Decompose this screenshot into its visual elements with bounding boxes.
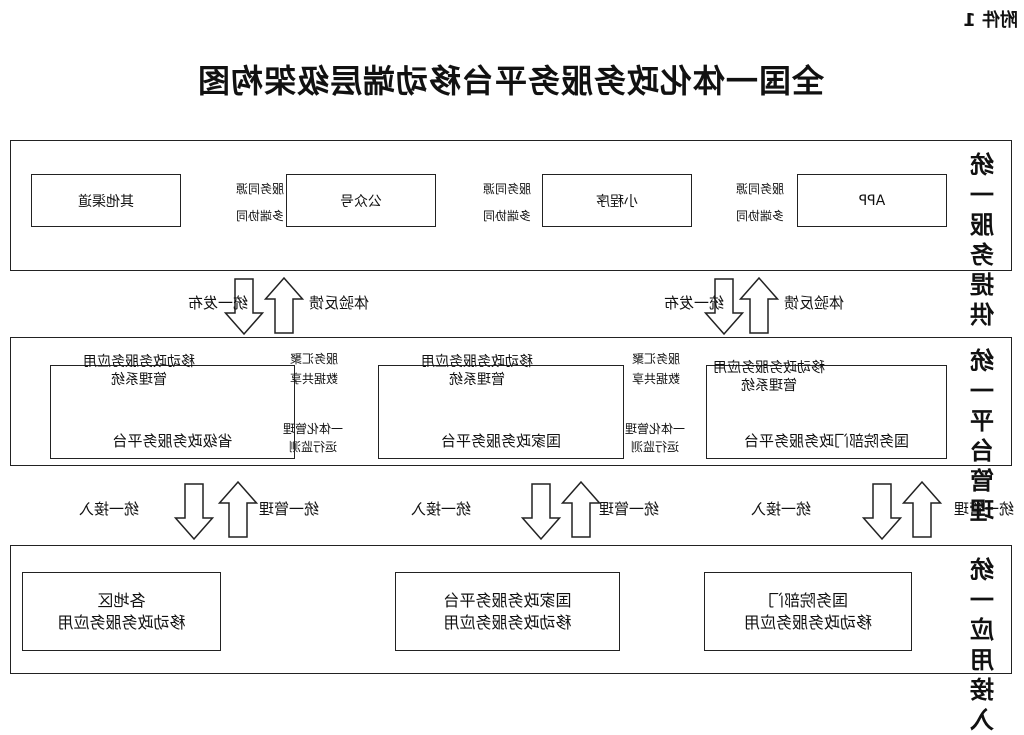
channel-other-label: 其他渠道: [78, 193, 134, 210]
channel-app: APP: [797, 174, 947, 227]
state-council-app: 国务院部门移动政务服务应用: [704, 572, 912, 651]
state-council-platform-name: 国务院部门政务服务平台: [744, 432, 910, 450]
channel-app-label: APP: [858, 192, 886, 209]
channel-link-bottom-label: 多端协同: [235, 209, 284, 223]
channel-mini-program-label: 小程序: [596, 193, 638, 210]
channel-link-bottom-label: 多端协同: [482, 209, 531, 223]
diagram-title: 全国一体化政务服务平台移动端层级架构图: [196, 62, 824, 100]
channel-link-bottom-label: 多端协同: [735, 209, 784, 223]
cloud-text-provincial: 移动政务服务应用管理系统: [83, 354, 195, 388]
feedback-down-arrow: [703, 278, 745, 336]
publish-up-arrow: [738, 276, 780, 334]
feedback-label: 体验反馈: [783, 294, 844, 312]
local-app: 各地区移动政务服务应用: [22, 572, 221, 651]
access-up-arrow: [560, 480, 602, 538]
channel-mini-program: 小程序: [542, 174, 692, 227]
cloud-text-state-council: 移动政务服务应用管理系统: [713, 360, 825, 394]
manage-down-arrow: [861, 483, 903, 541]
platform-link-label-2: 数据共享: [290, 372, 339, 386]
manage-down-arrow: [173, 483, 215, 541]
local-app-line1: 各地区: [97, 590, 146, 610]
channel-link-top-label: 服务同源: [482, 182, 531, 196]
manage-label: 统一管理: [598, 500, 659, 518]
state-council-app-line2: 移动政务服务应用: [744, 612, 873, 632]
annex-label: 附件 1: [963, 10, 1018, 31]
access-label: 统一接入: [410, 500, 471, 518]
channel-official-account: 公众号: [286, 174, 436, 227]
platform-link-label-4: 运行监测: [631, 440, 680, 454]
mirrored-diagram: 附件 1 全国一体化政务服务平台移动端层级架构图 统一服务提供 APP 小程序 …: [10, 10, 1018, 734]
channel-link-top-label: 服务同源: [235, 182, 284, 196]
channel-other: 其他渠道: [31, 174, 181, 227]
platform-link-label-1: 服务汇聚: [632, 352, 681, 366]
service-layer-label: 统一服务提供: [970, 151, 994, 329]
access-label: 统一接入: [78, 500, 139, 518]
access-layer-label: 统一应用接入: [970, 556, 994, 734]
access-up-arrow: [217, 480, 259, 538]
national-app-line1: 国家政务服务平台: [443, 590, 572, 610]
channel-official-account-label: 公众号: [340, 193, 382, 210]
access-label: 统一接入: [750, 500, 811, 518]
feedback-down-arrow: [223, 278, 265, 336]
manage-down-arrow: [520, 483, 562, 541]
manage-label: 统一管理: [258, 500, 319, 518]
platform-link-label-1: 服务汇聚: [290, 352, 339, 366]
manage-label: 统一管理: [953, 500, 1014, 518]
channel-link-top-label: 服务同源: [735, 182, 784, 196]
publish-label: 统一发布: [663, 294, 724, 312]
state-council-app-line1: 国务院部门: [768, 590, 849, 610]
provincial-platform-name: 省级政务服务平台: [112, 432, 233, 450]
access-up-arrow: [901, 480, 943, 538]
local-app-line2: 移动政务服务应用: [57, 612, 186, 632]
national-app-line2: 移动政务服务应用: [443, 612, 572, 632]
publish-label: 统一发布: [187, 294, 248, 312]
platform-link-label-4: 运行监测: [289, 440, 338, 454]
platform-link-label-3: 一体化管理: [625, 422, 686, 436]
publish-up-arrow: [263, 276, 305, 334]
platform-link-label-3: 一体化管理: [283, 422, 344, 436]
cloud-text-national: 移动政务服务应用管理系统: [421, 354, 533, 388]
national-platform-name: 国家政务服务平台: [441, 432, 562, 450]
platform-link-label-2: 数据共享: [632, 372, 681, 386]
national-app: 国家政务服务平台移动政务服务应用: [395, 572, 620, 651]
feedback-label: 体验反馈: [308, 294, 369, 312]
